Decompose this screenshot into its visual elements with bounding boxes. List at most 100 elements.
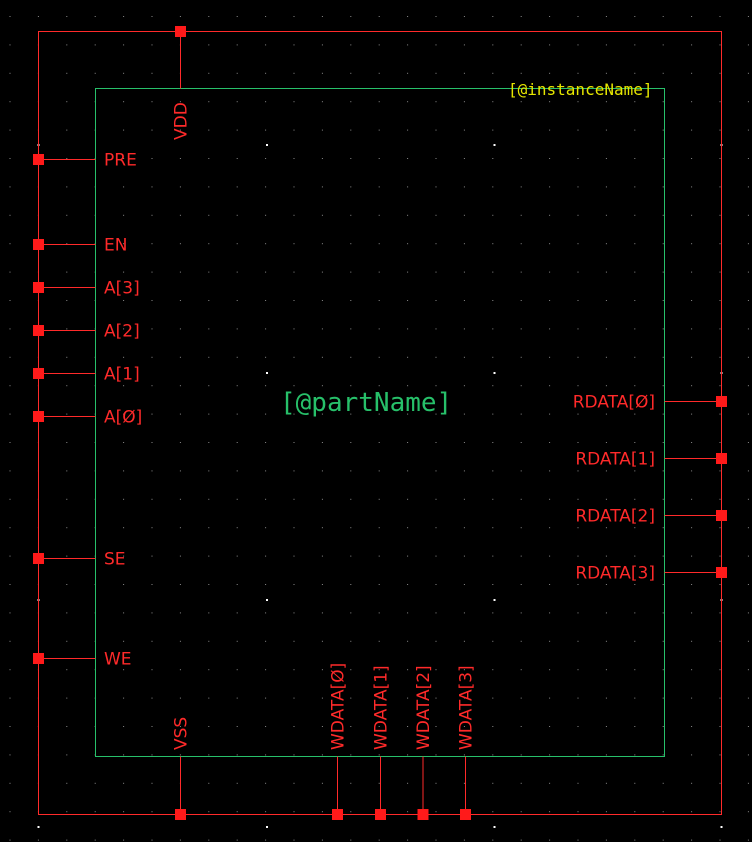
pin-a2-connector-square[interactable] — [33, 325, 44, 336]
grid-dot — [492, 612, 494, 614]
grid-dot — [691, 356, 693, 358]
grid-dot — [151, 839, 153, 841]
grid-dot — [520, 811, 522, 813]
grid-dot — [378, 726, 380, 727]
grid-dot — [179, 101, 181, 103]
grid-dot — [265, 243, 267, 245]
grid-dot — [463, 640, 465, 642]
pin-we-label: WE — [104, 650, 132, 670]
grid-dot — [662, 442, 664, 443]
pin-a0-connector-square[interactable] — [33, 411, 44, 422]
grid-dot — [407, 44, 409, 46]
grid-dot — [123, 243, 125, 245]
pin-rdata1-connector-square[interactable] — [716, 453, 727, 464]
pin-we-connector-square[interactable] — [33, 653, 44, 664]
grid-dot — [350, 839, 352, 841]
grid-dot — [492, 271, 494, 273]
grid-dot — [407, 101, 409, 103]
grid-dot — [719, 300, 721, 301]
grid-dot — [747, 498, 749, 500]
grid-dot — [236, 328, 238, 330]
pin-wdata3-connector-square[interactable] — [460, 809, 471, 820]
pin-se-connector-square[interactable] — [33, 553, 44, 564]
grid-dot — [123, 356, 125, 358]
grid-dot-major — [493, 599, 496, 601]
pin-vdd-connector-square[interactable] — [175, 26, 186, 37]
grid-dot — [463, 271, 465, 273]
grid-dot — [463, 726, 465, 727]
pin-rdata2-connector-square[interactable] — [716, 510, 727, 521]
pin-rdata0-connector-square[interactable] — [716, 396, 727, 407]
grid-dot — [662, 811, 664, 813]
grid-dot — [549, 243, 551, 245]
grid-dot — [208, 356, 210, 358]
grid-dot — [691, 158, 693, 159]
grid-dot — [634, 16, 636, 17]
pin-pre-connector-square[interactable] — [33, 154, 44, 165]
part-name-label[interactable]: [@partName] — [280, 388, 452, 418]
grid-dot — [719, 527, 721, 529]
grid-dot — [208, 16, 210, 17]
grid-dot — [662, 44, 664, 46]
grid-dot — [577, 669, 579, 671]
grid-dot — [520, 186, 522, 188]
grid-dot — [265, 782, 267, 784]
grid-dot — [520, 498, 522, 500]
grid-dot — [662, 782, 664, 784]
grid-dot — [435, 555, 437, 557]
grid-dot — [691, 385, 693, 387]
grid-dot — [463, 527, 465, 529]
grid-dot — [662, 555, 664, 557]
grid-dot — [9, 16, 11, 17]
grid-dot — [293, 101, 295, 103]
pin-wdata1-connector-square[interactable] — [375, 809, 386, 820]
grid-dot — [577, 44, 579, 46]
grid-dot — [605, 782, 607, 784]
grid-dot — [350, 697, 352, 699]
grid-dot — [179, 754, 181, 756]
grid-dot — [66, 72, 68, 74]
grid-dot — [236, 101, 238, 103]
grid-dot — [66, 158, 68, 159]
pin-wdata2-connector-square[interactable] — [417, 809, 429, 820]
grid-dot — [9, 413, 11, 415]
pin-a3-connector-square[interactable] — [33, 282, 44, 293]
grid-dot — [463, 101, 465, 103]
grid-dot — [350, 186, 352, 188]
grid-dot — [123, 726, 125, 727]
grid-dot — [747, 612, 749, 614]
grid-dot — [605, 555, 607, 557]
instance-name-label[interactable]: [@instanceName] — [508, 80, 653, 99]
grid-dot-major — [266, 599, 268, 601]
grid-dot — [208, 640, 210, 642]
grid-dot — [719, 44, 721, 46]
pin-a1-connector-square[interactable] — [33, 368, 44, 379]
grid-dot — [549, 271, 551, 273]
grid-dot — [747, 385, 749, 387]
grid-dot — [747, 726, 749, 727]
grid-dot — [435, 328, 437, 330]
grid-dot — [435, 584, 437, 585]
grid-dot — [236, 44, 238, 46]
grid-dot — [179, 726, 181, 727]
grid-dot — [123, 640, 125, 642]
grid-dot — [549, 442, 551, 443]
grid-dot — [719, 640, 721, 642]
grid-dot — [747, 442, 749, 443]
grid-dot — [634, 782, 636, 784]
grid-dot — [577, 555, 579, 557]
grid-dot — [747, 782, 749, 784]
grid-dot — [265, 754, 267, 756]
pin-rdata3-connector-square[interactable] — [716, 567, 727, 578]
grid-dot — [520, 328, 522, 330]
grid-dot — [265, 186, 267, 188]
grid-dot — [9, 527, 11, 529]
pin-vss-connector-square[interactable] — [175, 809, 186, 820]
grid-dot — [492, 16, 494, 17]
pin-en-connector-square[interactable] — [33, 239, 44, 250]
grid-dot — [719, 754, 721, 756]
pin-wdata0-connector-square[interactable] — [332, 809, 343, 820]
grid-dot — [435, 413, 437, 415]
grid-dot — [747, 555, 749, 557]
grid-dot — [179, 442, 181, 443]
